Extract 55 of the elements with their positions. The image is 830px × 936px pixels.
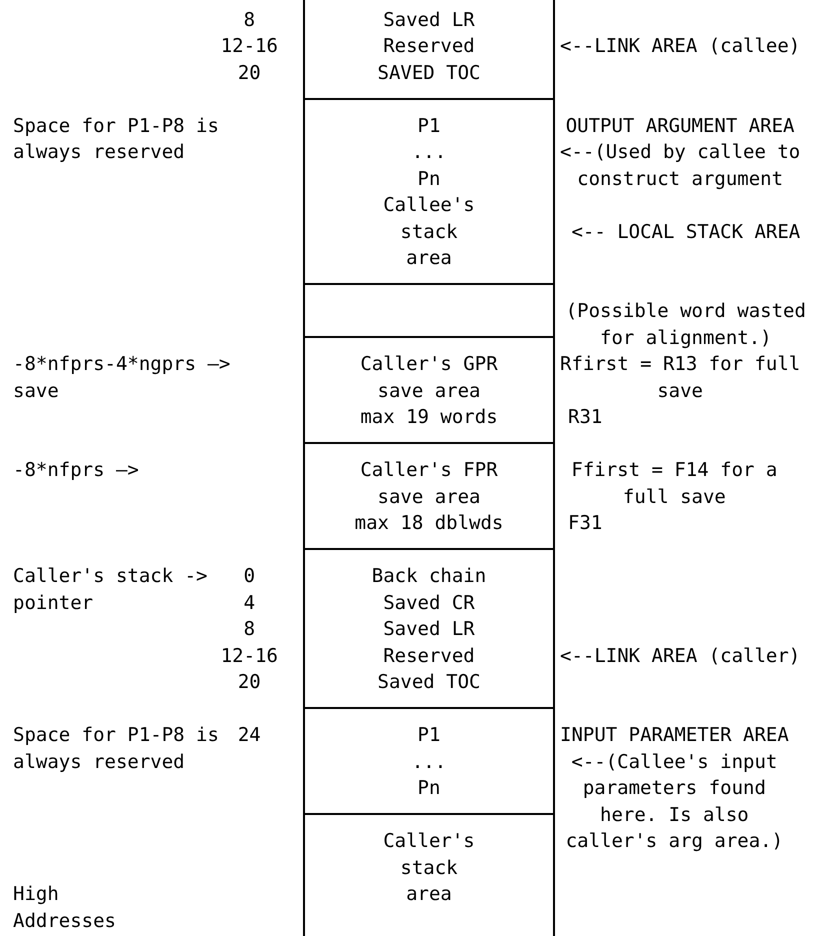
section-text: Saved TOC (378, 670, 480, 696)
section-text: max 19 words (360, 405, 498, 430)
section-text: Pn (418, 776, 440, 802)
register-note: Rfirst = R13 for full save (560, 352, 800, 404)
offset-number: 8 (242, 8, 256, 33)
stack-frame-section (303, 815, 555, 936)
area-annotation: <--LINK AREA (caller) (560, 644, 802, 669)
stack-frame-section (303, 550, 555, 709)
register-note: F31 (568, 511, 604, 536)
stack-frame-section (303, 709, 555, 815)
section-text: Reserved (383, 34, 475, 60)
empty-stack-slot (303, 285, 555, 338)
offset-number: 20 (236, 670, 262, 696)
offset-number: 12-16 (220, 34, 279, 60)
offset-number: 24 (236, 723, 262, 748)
side-note: Space for P1-P8 is always reserved (13, 723, 219, 775)
section-text: Callee's stack area (382, 193, 476, 272)
area-annotation: OUTPUT ARGUMENT AREA <--(Used by callee to construct argument (560, 114, 800, 192)
section-text: P1 (418, 723, 440, 748)
section-text: ... (412, 750, 446, 775)
section-text: save area (378, 378, 480, 404)
offset-number: 4 (242, 590, 256, 616)
stack-frame-section (303, 338, 555, 444)
offset-number: 0 (242, 564, 256, 590)
register-note: Ffirst = F14 for a full save (570, 458, 778, 510)
section-text: Saved CR (383, 590, 475, 616)
section-text: Back chain (372, 564, 486, 590)
section-text: Pn (418, 166, 440, 192)
area-annotation: INPUT PARAMETER AREA <--(Callee's input parameters found here. Is also caller's arg area.) (560, 723, 789, 854)
area-annotation: <--LINK AREA (callee) (560, 34, 802, 60)
section-text: Caller's stack area (382, 829, 476, 908)
section-text: Saved LR (383, 617, 475, 642)
side-note: High Addresses (13, 882, 117, 934)
side-note: (Possible word wasted for alignment.) (564, 299, 807, 351)
stack-frame-section (303, 444, 555, 550)
section-text: Caller's GPR (360, 352, 498, 378)
side-note: Space for P1-P8 is always reserved (13, 114, 219, 166)
section-text: Caller's FPR (360, 458, 498, 484)
section-text: SAVED TOC (378, 60, 480, 86)
section-text: Reserved (383, 644, 475, 669)
area-annotation: <-- LOCAL STACK AREA (570, 220, 802, 245)
pointer-note: Caller's stack -> pointer (13, 564, 208, 616)
offset-number: 12-16 (220, 644, 279, 669)
section-text: Saved LR (383, 8, 475, 33)
section-text: ... (412, 140, 446, 166)
offset-number: 8 (242, 617, 256, 642)
offset-number: 20 (236, 60, 262, 86)
offset-note: -8*nfprs-4*ngprs —> save (13, 352, 232, 404)
section-text: max 18 dblwds (354, 511, 504, 536)
section-text: P1 (418, 114, 440, 139)
stack-frame-section (303, 0, 555, 100)
section-text: save area (378, 484, 480, 510)
offset-note: -8*nfprs —> (13, 458, 140, 484)
register-note: R31 (568, 405, 604, 430)
stack-frame-section (303, 100, 555, 285)
